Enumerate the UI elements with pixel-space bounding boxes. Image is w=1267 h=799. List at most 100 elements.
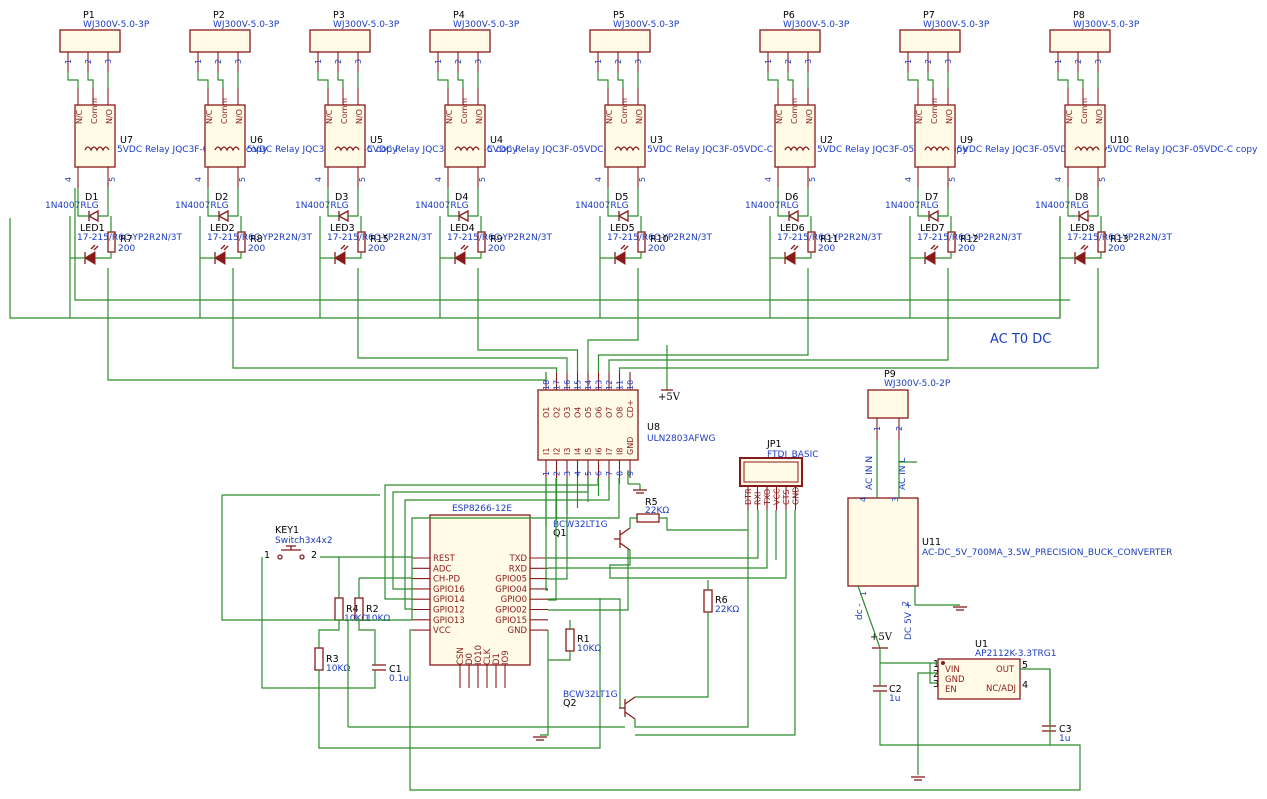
wiring	[9, 188, 1099, 791]
connector-pin-number: 3	[944, 59, 953, 64]
relay-coil-icon	[454, 146, 480, 152]
svg-text:1: 1	[873, 426, 882, 431]
key-ref: KEY1	[275, 525, 299, 536]
led-ref: LED7	[920, 223, 945, 234]
uln-top-pin-number: 10	[626, 380, 635, 390]
connector-value: WJ300V-5.0-3P	[923, 20, 990, 30]
relay-pin-number: 4	[904, 177, 913, 182]
resistor-value: 200	[488, 244, 505, 254]
svg-text:3: 3	[933, 679, 939, 690]
esp-bottom-pin: CSN	[456, 647, 466, 665]
svg-text:R5: R5	[645, 497, 658, 508]
uln-bottom-pin-number: 1	[542, 471, 551, 476]
svg-text:Q1: Q1	[553, 528, 567, 539]
esp-bottom-pin: IO9	[501, 650, 511, 665]
relay-coil-icon	[214, 146, 240, 152]
relay-pin-name: N/C	[1065, 109, 1074, 124]
uln-bottom-pin-number: 2	[553, 471, 562, 476]
relay-pin-number: 4	[594, 177, 603, 182]
plus5v-symbol-ldo: +5V	[870, 632, 893, 649]
relay-pin-number: 4	[64, 177, 73, 182]
relay-value: 5VDC Relay JQC3F-05VDC-C copy	[247, 145, 398, 155]
svg-text:OUT: OUT	[996, 665, 1015, 675]
connector-pin-number: 1	[904, 59, 913, 64]
svg-text:22KΩ: 22KΩ	[645, 506, 669, 516]
led-ref: LED4	[450, 223, 475, 234]
uln-ref: U8	[647, 422, 660, 433]
connector-pin-number: 2	[214, 59, 223, 64]
relay-ref: U9	[960, 135, 973, 146]
acdc-converter: U11 AC-DC_5V_700MA_3.5W_PRECISION_BUCK_C…	[847, 456, 1172, 640]
connector-pin-number: 3	[804, 59, 813, 64]
relay-pin-name: Comm	[790, 98, 799, 124]
relay-pin-number: 4	[764, 177, 773, 182]
esp-bottom-pin: CLK	[483, 648, 493, 665]
diode-ref: D1	[85, 192, 98, 203]
relay-pin-name: N/C	[445, 109, 454, 124]
diode-ref: D7	[925, 192, 938, 203]
connector-pin-number: 1	[1054, 59, 1063, 64]
resistor-ref: R13	[1110, 234, 1129, 245]
relay-pin-name: N/C	[75, 109, 84, 124]
svg-text:R2: R2	[366, 604, 379, 615]
connector-pin-number: 2	[784, 59, 793, 64]
svg-text:0.1u: 0.1u	[389, 674, 409, 684]
diode-value: 1N4007RLG	[175, 201, 229, 211]
uln-bottom-pin-name: I7	[605, 448, 614, 455]
uln-bottom-pin-name: I8	[616, 448, 625, 455]
diode-value: 1N4007RLG	[1035, 201, 1089, 211]
connector-pin-number: 3	[104, 59, 113, 64]
key-pin2: 2	[311, 550, 317, 561]
relay-coil-icon	[334, 146, 360, 152]
diode-ref: D3	[335, 192, 348, 203]
ground-symbol-uln	[627, 470, 647, 494]
uln-bottom-pin-name: I4	[574, 448, 583, 455]
relay-ref: U7	[120, 135, 133, 146]
diode-icon	[927, 209, 939, 223]
svg-text:NC/ADJ: NC/ADJ	[986, 684, 1016, 694]
uln-top-pin-name: O7	[605, 407, 614, 418]
relay-pin-name: N/O	[355, 109, 364, 124]
led-ref: LED8	[1070, 223, 1095, 234]
relay-pin-number: 5	[808, 177, 817, 182]
relay-ref: U4	[490, 135, 503, 146]
resistor-value: 200	[648, 244, 665, 254]
esp-left-pin: REST	[433, 554, 456, 564]
uln-bottom-pin-name: GND	[626, 437, 635, 455]
connector-pin-number: 3	[354, 59, 363, 64]
connector-pin-number: 1	[594, 59, 603, 64]
uln-top-pin-name: O8	[616, 407, 625, 418]
esp-left-pin: GPIO13	[433, 616, 465, 626]
svg-text:4: 4	[1022, 680, 1028, 691]
uln-bottom-pin-number: 5	[584, 471, 593, 476]
resistor-value: 200	[1108, 244, 1125, 254]
svg-text:R3: R3	[326, 654, 339, 665]
led-ref: LED1	[80, 223, 105, 234]
connector-pin-number: 3	[1094, 59, 1103, 64]
relay-ref: U6	[250, 135, 263, 146]
relay-pin-name: Comm	[620, 98, 629, 124]
connector-pin-number: 1	[64, 59, 73, 64]
uln-bottom-pin-name: I5	[584, 448, 593, 455]
relay-pin-number: 5	[358, 177, 367, 182]
led-icon	[1074, 251, 1086, 265]
connector-ref: P7	[923, 10, 935, 21]
uln-top-pin-name: O2	[553, 407, 562, 418]
uln-top-pin-number: 18	[542, 380, 551, 390]
relay-pin-name: N/O	[235, 109, 244, 124]
uln-top-pin-name: O4	[574, 407, 583, 418]
esp-right-pin: GND	[508, 626, 528, 636]
svg-text:5: 5	[1022, 660, 1028, 671]
resistor-value: 200	[818, 244, 835, 254]
diode-value: 1N4007RLG	[885, 201, 939, 211]
led-ref: LED6	[780, 223, 805, 234]
relay-ref: U10	[1110, 135, 1129, 146]
esp-right-pin: GPIO04	[495, 585, 527, 595]
ac-to-dc-label: AC T0 DC	[990, 332, 1051, 347]
relay-pin-name: N/C	[775, 109, 784, 124]
passive-c1: C1 0.1u	[372, 664, 409, 684]
uln-bottom-pin-name: I1	[542, 448, 551, 455]
uln-top-pin-number: 16	[563, 380, 572, 390]
diode-ref: D2	[215, 192, 228, 203]
